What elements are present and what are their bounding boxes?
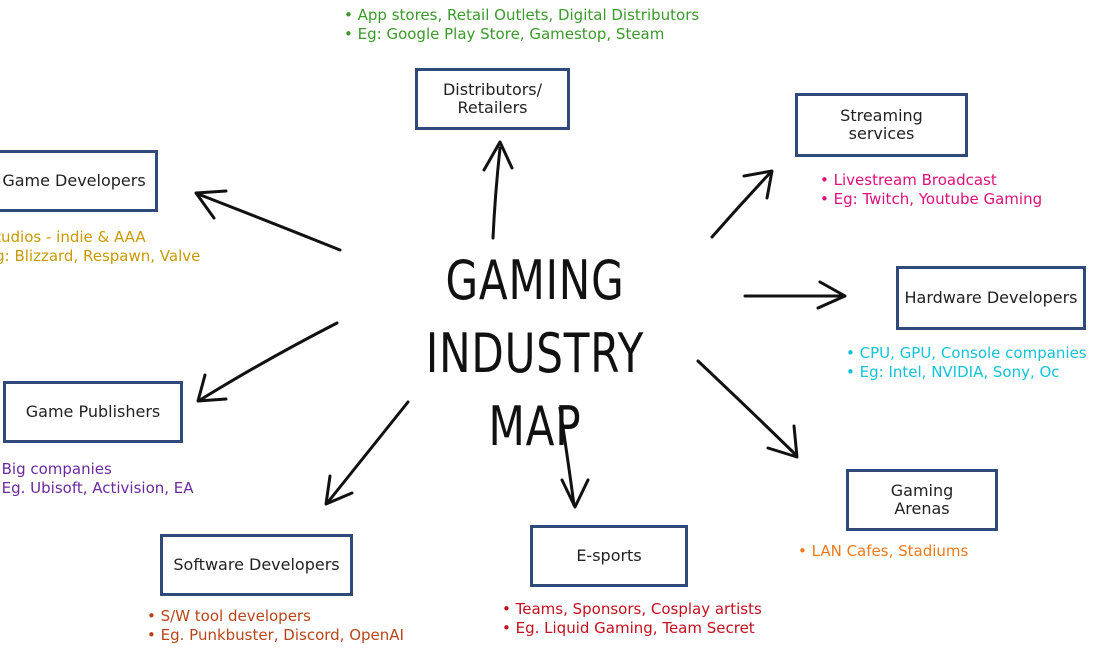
streaming-notes: Livestream Broadcast Eg: Twitch, Youtube… [820,171,1043,209]
publishers-label: Game Publishers [25,401,161,421]
arrow-to-hardware [743,280,847,310]
esports-notes: Teams, Sponsors, Cosplay artists Eg. Liq… [502,600,762,638]
distributors-note-1: App stores, Retail Outlets, Digital Dist… [344,6,700,25]
map-title-line1: GAMING INDUSTRY [425,249,645,385]
arenas-notes: LAN Cafes, Stadiums [798,542,969,561]
map-title-line2: MAP [488,394,582,458]
software-note-2: Eg. Punkbuster, Discord, OpenAI [147,626,404,645]
distributors-label: Distributors/ Retailers [442,79,543,117]
arrow-to-esports [558,406,590,509]
distributors-notes: App stores, Retail Outlets, Digital Dist… [344,6,700,44]
software-label: Software Developers [173,554,340,574]
esports-box: E-sports [530,525,688,587]
streaming-box: Streaming services [795,93,968,157]
distributors-box: Distributors/ Retailers [415,68,570,130]
map-title: GAMING INDUSTRY MAP [395,245,676,464]
arrow-to-distributors [482,140,514,240]
publishers-note-2: Eg. Ubisoft, Activision, EA [0,479,194,498]
game-developers-note-1: Studios - indie & AAA [0,228,200,247]
streaming-note-1: Livestream Broadcast [820,171,1042,190]
game-developers-label: Game Developers [2,170,146,190]
arrow-to-arenas [696,359,799,459]
hardware-notes: CPU, GPU, Console companies Eg: Intel, N… [846,344,1087,382]
streaming-label: Streaming services [840,105,923,143]
arenas-box: Gaming Arenas [846,469,998,531]
esports-label: E-sports [576,545,642,565]
game-developers-note-2: Eg: Blizzard, Respawn, Valve [0,247,200,266]
hardware-note-1: CPU, GPU, Console companies [846,344,1087,363]
hardware-note-2: Eg: Intel, NVIDIA, Sony, Oc [846,363,1087,382]
arenas-label: Gaming Arenas [890,480,954,518]
esports-note-2: Eg. Liquid Gaming, Team Secret [502,619,762,638]
streaming-note-2: Eg: Twitch, Youtube Gaming [820,190,1043,209]
arenas-note-1: LAN Cafes, Stadiums [798,542,969,561]
arrow-to-software [324,400,410,506]
publishers-box: Game Publishers [3,381,183,443]
distributors-note-2: Eg: Google Play Store, Gamestop, Steam [344,25,699,44]
publishers-notes: Big companies Eg. Ubisoft, Activision, E… [0,460,194,498]
publishers-note-1: Big companies [0,460,194,479]
esports-note-1: Teams, Sponsors, Cosplay artists [502,600,762,619]
hardware-box: Hardware Developers [896,266,1086,330]
arrow-to-publishers [196,321,339,403]
arrow-to-streaming [710,169,774,239]
arrow-to-game-developers [194,189,342,252]
software-box: Software Developers [160,534,353,596]
software-note-1: S/W tool developers [147,607,404,626]
game-developers-box: Game Developers [0,150,158,212]
game-developers-notes: Studios - indie & AAA Eg: Blizzard, Resp… [0,228,200,266]
hardware-label: Hardware Developers [904,287,1078,307]
software-notes: S/W tool developers Eg. Punkbuster, Disc… [147,607,404,645]
